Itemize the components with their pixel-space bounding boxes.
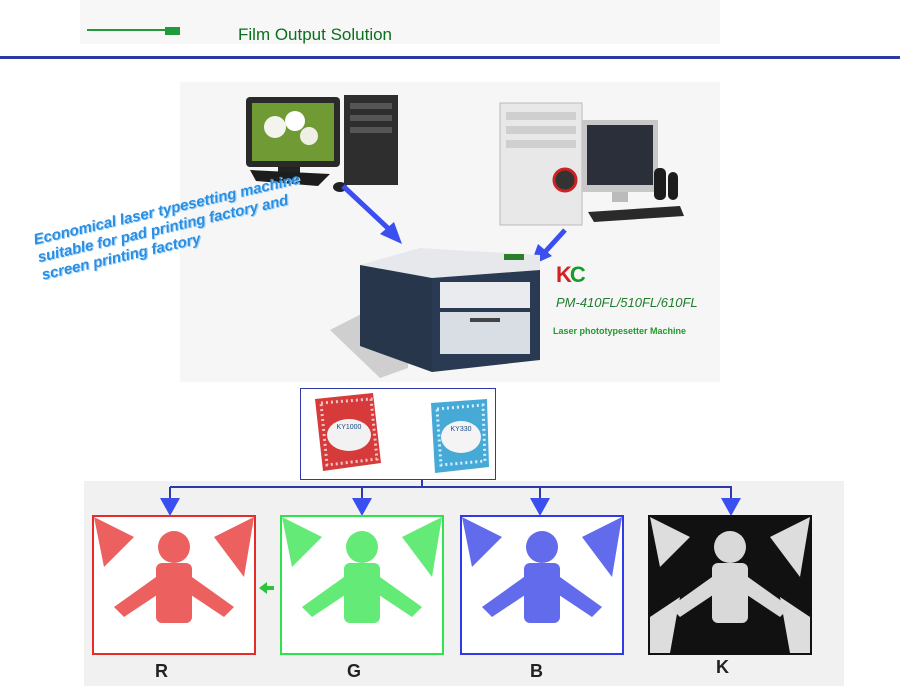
- separation-k: [648, 515, 812, 655]
- distribution-bus: [170, 486, 732, 488]
- machine-caption: Laser phototypesetter Machine: [553, 326, 687, 336]
- logo-letter-k: K: [556, 262, 572, 287]
- film-pack-blue-icon: KY330: [431, 399, 489, 473]
- separation-r-image: [94, 517, 254, 653]
- distribution-arrows: [160, 478, 741, 594]
- header-accent-line: [87, 29, 165, 31]
- separation-g: [280, 515, 444, 655]
- arrow-down-k-icon: [721, 487, 741, 516]
- separation-b-image: [462, 517, 622, 653]
- header-divider: [0, 56, 900, 59]
- separation-label-g: G: [347, 661, 362, 681]
- film-packs-illustration: KY1000 KY330: [315, 393, 489, 473]
- film-pack-red-icon: KY1000: [315, 393, 381, 471]
- model-name: PM-410FL/510FL/610FL: [556, 295, 698, 310]
- arrow-down-r-icon: [160, 487, 180, 516]
- film-pack-box: KY1000 KY330: [300, 388, 496, 480]
- separation-label-k: K: [716, 657, 729, 677]
- computer-left-icon: [246, 95, 398, 192]
- separation-k-image: [650, 517, 810, 653]
- arrow-down-b-icon: [530, 487, 550, 516]
- separation-label-r: R: [155, 661, 168, 681]
- separation-g-image: [282, 517, 442, 653]
- separation-label-b: B: [530, 661, 543, 681]
- laser-machine-icon: [330, 248, 540, 378]
- separation-b: [460, 515, 624, 655]
- arrow-left-small-icon: [259, 582, 274, 594]
- page-title: Film Output Solution: [238, 25, 393, 44]
- separation-r: [92, 515, 256, 655]
- film-pack-label: KY1000: [337, 424, 362, 431]
- header-bar: [80, 0, 720, 44]
- arrow-left-to-machine-icon: [341, 184, 402, 244]
- header-accent-block: [165, 27, 180, 35]
- film-pack-label: KY330: [450, 426, 471, 433]
- computer-right-icon: [499, 102, 684, 226]
- arrow-down-g-icon: [352, 487, 372, 516]
- logo-letter-c: C: [569, 262, 586, 287]
- brand-logo: KC: [556, 262, 586, 288]
